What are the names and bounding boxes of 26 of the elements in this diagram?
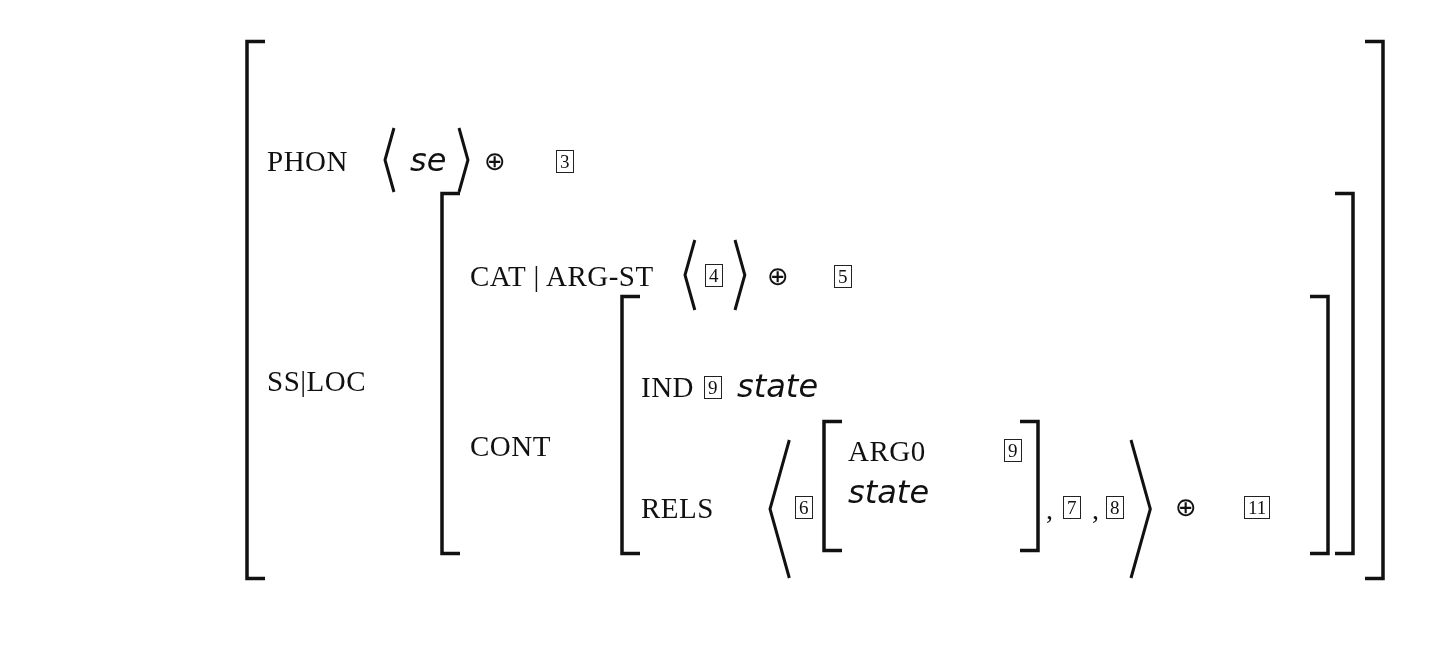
concatenation-symbol: ⊕ bbox=[484, 148, 506, 174]
boxed-tag: 9 bbox=[1004, 439, 1022, 462]
boxed-tag: 8 bbox=[1106, 496, 1124, 519]
comma: , bbox=[1092, 496, 1099, 524]
concatenation-symbol: ⊕ bbox=[1175, 494, 1197, 520]
concatenation-symbol: ⊕ bbox=[767, 263, 789, 289]
type-value: state bbox=[848, 476, 930, 508]
boxed-tag: 5 bbox=[834, 265, 852, 288]
boxed-tag: 9 bbox=[704, 376, 722, 399]
feature-matrix bbox=[822, 420, 1040, 552]
boxed-tag: 3 bbox=[556, 150, 574, 173]
comma: , bbox=[1046, 496, 1053, 524]
feature-name: PHON bbox=[267, 146, 348, 176]
feature-name: IND bbox=[641, 372, 695, 402]
boxed-tag: 11 bbox=[1244, 496, 1271, 519]
feature-name: SS|LOC bbox=[267, 366, 367, 396]
feature-name: RELS bbox=[641, 493, 714, 523]
boxed-tag: 6 bbox=[795, 496, 813, 519]
feature-name: CAT | ARG-ST bbox=[470, 261, 654, 291]
type-value: state bbox=[737, 370, 819, 402]
type-value: se bbox=[410, 144, 447, 176]
boxed-tag: 7 bbox=[1063, 496, 1081, 519]
feature-name: ARG0 bbox=[848, 436, 926, 466]
feature-matrix bbox=[245, 40, 1385, 580]
boxed-tag: 4 bbox=[705, 264, 723, 287]
feature-name: CONT bbox=[470, 431, 551, 461]
